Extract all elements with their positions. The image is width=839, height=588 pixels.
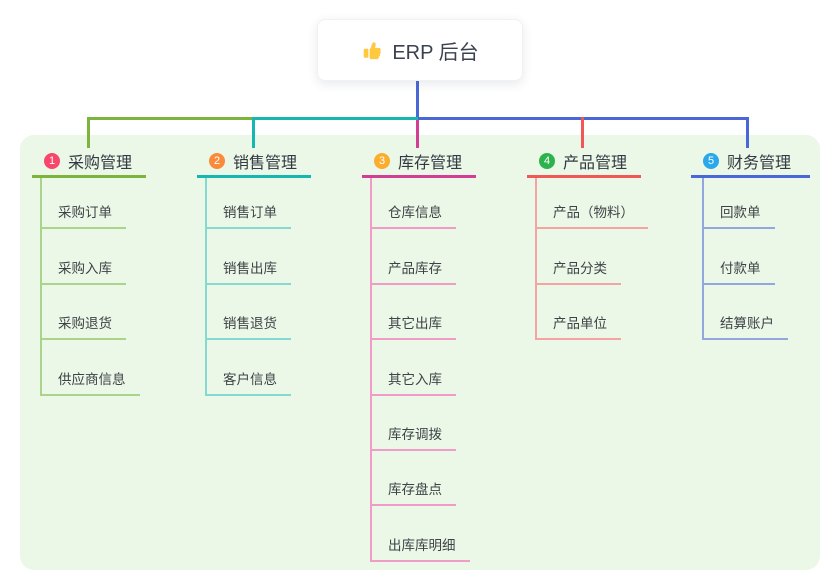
child-node[interactable]: 采购订单 [40, 199, 126, 229]
child-label: 客户信息 [223, 372, 277, 387]
connector-drop-branch-5 [746, 117, 749, 148]
child-label: 产品（物料） [553, 205, 634, 220]
child-node[interactable]: 其它出库 [370, 310, 456, 340]
child-node[interactable]: 采购入库 [40, 255, 126, 285]
branch-title: 销售管理 [233, 154, 298, 172]
branch-number-badge: 3 [374, 152, 390, 169]
child-node[interactable]: 出库库明细 [370, 532, 470, 562]
connector-drop-branch-2 [252, 117, 255, 148]
child-label: 库存盘点 [388, 482, 442, 497]
child-label: 产品单位 [553, 316, 607, 331]
branch-title: 财务管理 [727, 154, 792, 172]
branch-number-badge: 1 [44, 152, 60, 169]
child-label: 供应商信息 [58, 372, 126, 387]
child-node[interactable]: 采购退货 [40, 310, 126, 340]
branch-title: 库存管理 [398, 154, 463, 172]
connector-bus-left-green [87, 117, 253, 120]
child-label: 产品库存 [388, 261, 442, 276]
connector-drop-branch-4 [581, 117, 584, 148]
branch-title: 产品管理 [563, 154, 628, 172]
child-node[interactable]: 销售出库 [205, 255, 291, 285]
child-node[interactable]: 结算账户 [702, 310, 788, 340]
child-node[interactable]: 销售退货 [205, 310, 291, 340]
child-node[interactable]: 产品单位 [535, 310, 621, 340]
branch-number-badge: 5 [703, 152, 719, 169]
child-label: 回款单 [720, 205, 761, 220]
branch-rail [535, 178, 537, 340]
child-node[interactable]: 库存调拨 [370, 421, 456, 451]
connector-root-stem [416, 81, 419, 120]
child-label: 付款单 [720, 261, 761, 276]
child-node[interactable]: 客户信息 [205, 366, 291, 396]
branch-title: 采购管理 [68, 154, 133, 172]
branch-rail [205, 178, 207, 396]
child-label: 产品分类 [553, 261, 607, 276]
child-node[interactable]: 仓库信息 [370, 199, 456, 229]
branch-number-badge: 4 [539, 152, 555, 169]
child-node[interactable]: 销售订单 [205, 199, 291, 229]
root-node[interactable]: ERP 后台 [317, 19, 523, 81]
connector-drop-branch-1 [87, 117, 90, 148]
child-label: 库存调拨 [388, 427, 442, 442]
branch-rail [702, 178, 704, 340]
branch-node-product[interactable]: 4 产品管理 [527, 146, 641, 178]
child-node[interactable]: 库存盘点 [370, 476, 456, 506]
child-node[interactable]: 产品分类 [535, 255, 621, 285]
child-label: 采购退货 [58, 316, 112, 331]
connector-bus-left-teal [253, 117, 418, 120]
child-node[interactable]: 付款单 [702, 255, 775, 285]
child-label: 仓库信息 [388, 205, 442, 220]
child-node[interactable]: 产品库存 [370, 255, 456, 285]
child-label: 其它出库 [388, 316, 442, 331]
child-node[interactable]: 回款单 [702, 199, 775, 229]
child-label: 采购订单 [58, 205, 112, 220]
child-node[interactable]: 产品（物料） [535, 199, 648, 229]
branch-rail [370, 178, 372, 562]
child-label: 结算账户 [720, 316, 774, 331]
connector-drop-branch-3 [416, 120, 419, 148]
root-label: ERP 后台 [392, 41, 479, 64]
child-node[interactable]: 供应商信息 [40, 366, 140, 396]
child-label: 销售订单 [223, 205, 277, 220]
child-label: 其它入库 [388, 372, 442, 387]
child-label: 销售退货 [223, 316, 277, 331]
branch-node-inventory[interactable]: 3 库存管理 [362, 146, 476, 178]
branch-node-finance[interactable]: 5 财务管理 [691, 146, 810, 178]
branch-number-badge: 2 [209, 152, 225, 169]
branch-rail [40, 178, 42, 396]
branches-panel [20, 135, 820, 570]
child-node[interactable]: 其它入库 [370, 366, 456, 396]
child-label: 销售出库 [223, 261, 277, 276]
branch-node-purchase[interactable]: 1 采购管理 [32, 146, 146, 178]
child-label: 出库库明细 [388, 538, 456, 553]
thumbs-up-icon [361, 39, 383, 61]
child-label: 采购入库 [58, 261, 112, 276]
branch-node-sales[interactable]: 2 销售管理 [197, 146, 311, 178]
